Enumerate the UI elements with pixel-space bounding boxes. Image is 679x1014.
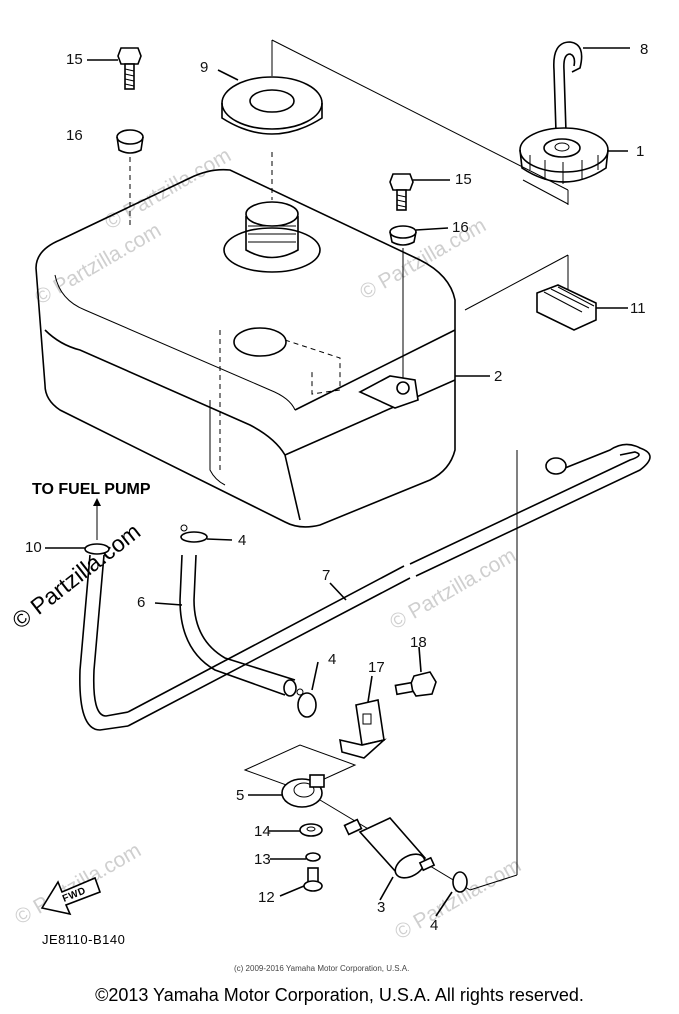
clip-part-10 <box>45 543 110 555</box>
watermark: © Partzilla.com <box>7 518 145 634</box>
strap-part-8 <box>553 41 630 133</box>
drawing-code: JE8110-B140 <box>42 932 125 947</box>
callout-14: 14 <box>254 823 271 840</box>
callout-6: 6 <box>137 594 145 611</box>
callout-11: 11 <box>630 300 646 317</box>
callout-4-upper: 4 <box>238 532 246 549</box>
washer-part-14 <box>268 823 323 837</box>
clip-part-4-lower <box>435 871 468 917</box>
footer-copyright: ©2013 Yamaha Motor Corporation, U.S.A. A… <box>95 985 584 1005</box>
callout-17: 17 <box>368 659 385 676</box>
callout-12: 12 <box>258 889 275 906</box>
damper-part-11 <box>536 284 628 331</box>
fuel-filter-part-3 <box>343 817 436 901</box>
callout-13: 13 <box>254 851 271 868</box>
callout-9: 9 <box>200 59 208 76</box>
fuel-tank-part-2 <box>35 168 490 528</box>
watermark: © Partzilla.com <box>356 214 490 305</box>
callout-3: 3 <box>377 899 385 916</box>
fuel-cap-part-1 <box>519 127 628 184</box>
callout-1: 1 <box>636 143 644 160</box>
callout-16-left: 16 <box>66 127 83 144</box>
callout-8: 8 <box>640 41 648 58</box>
bracket-part-17 <box>339 675 387 759</box>
callout-18: 18 <box>410 634 427 651</box>
callout-4-lower: 4 <box>430 917 438 934</box>
callout-15-left: 15 <box>66 51 83 68</box>
small-copyright: (c) 2009-2016 Yamaha Motor Corporation, … <box>234 964 409 973</box>
callout-5: 5 <box>236 787 244 804</box>
watermark: © Partzilla.com <box>386 544 520 635</box>
to-fuel-pump-heading: TO FUEL PUMP <box>32 481 151 498</box>
callout-10: 10 <box>25 539 42 556</box>
clip-part-4-middle <box>296 661 319 718</box>
clip-part-4-upper <box>180 524 233 543</box>
grommet-part-16-right <box>389 225 449 246</box>
watermark: © Partzilla.com <box>11 839 145 930</box>
callout-2: 2 <box>494 368 502 385</box>
bolt-part-15-right <box>389 173 450 211</box>
clamp-part-5 <box>248 774 325 808</box>
screw-part-12 <box>279 867 323 897</box>
cap-seal-part-9 <box>217 69 323 135</box>
callout-15-right: 15 <box>455 171 472 188</box>
hose-part-7 <box>127 443 651 727</box>
callout-4-middle: 4 <box>328 651 336 668</box>
watermark: © Partzilla.com <box>31 219 165 310</box>
bolt-part-18 <box>394 646 437 697</box>
hose-to-pump <box>79 554 129 731</box>
grommet-part-16-left <box>116 129 144 154</box>
hose-part-6 <box>154 554 297 697</box>
callout-16-right: 16 <box>452 219 469 236</box>
lock-washer-part-13 <box>270 852 321 862</box>
callout-7: 7 <box>322 567 330 584</box>
bolt-part-15-left <box>87 47 142 90</box>
forward-arrow-icon: FWD <box>40 876 102 916</box>
